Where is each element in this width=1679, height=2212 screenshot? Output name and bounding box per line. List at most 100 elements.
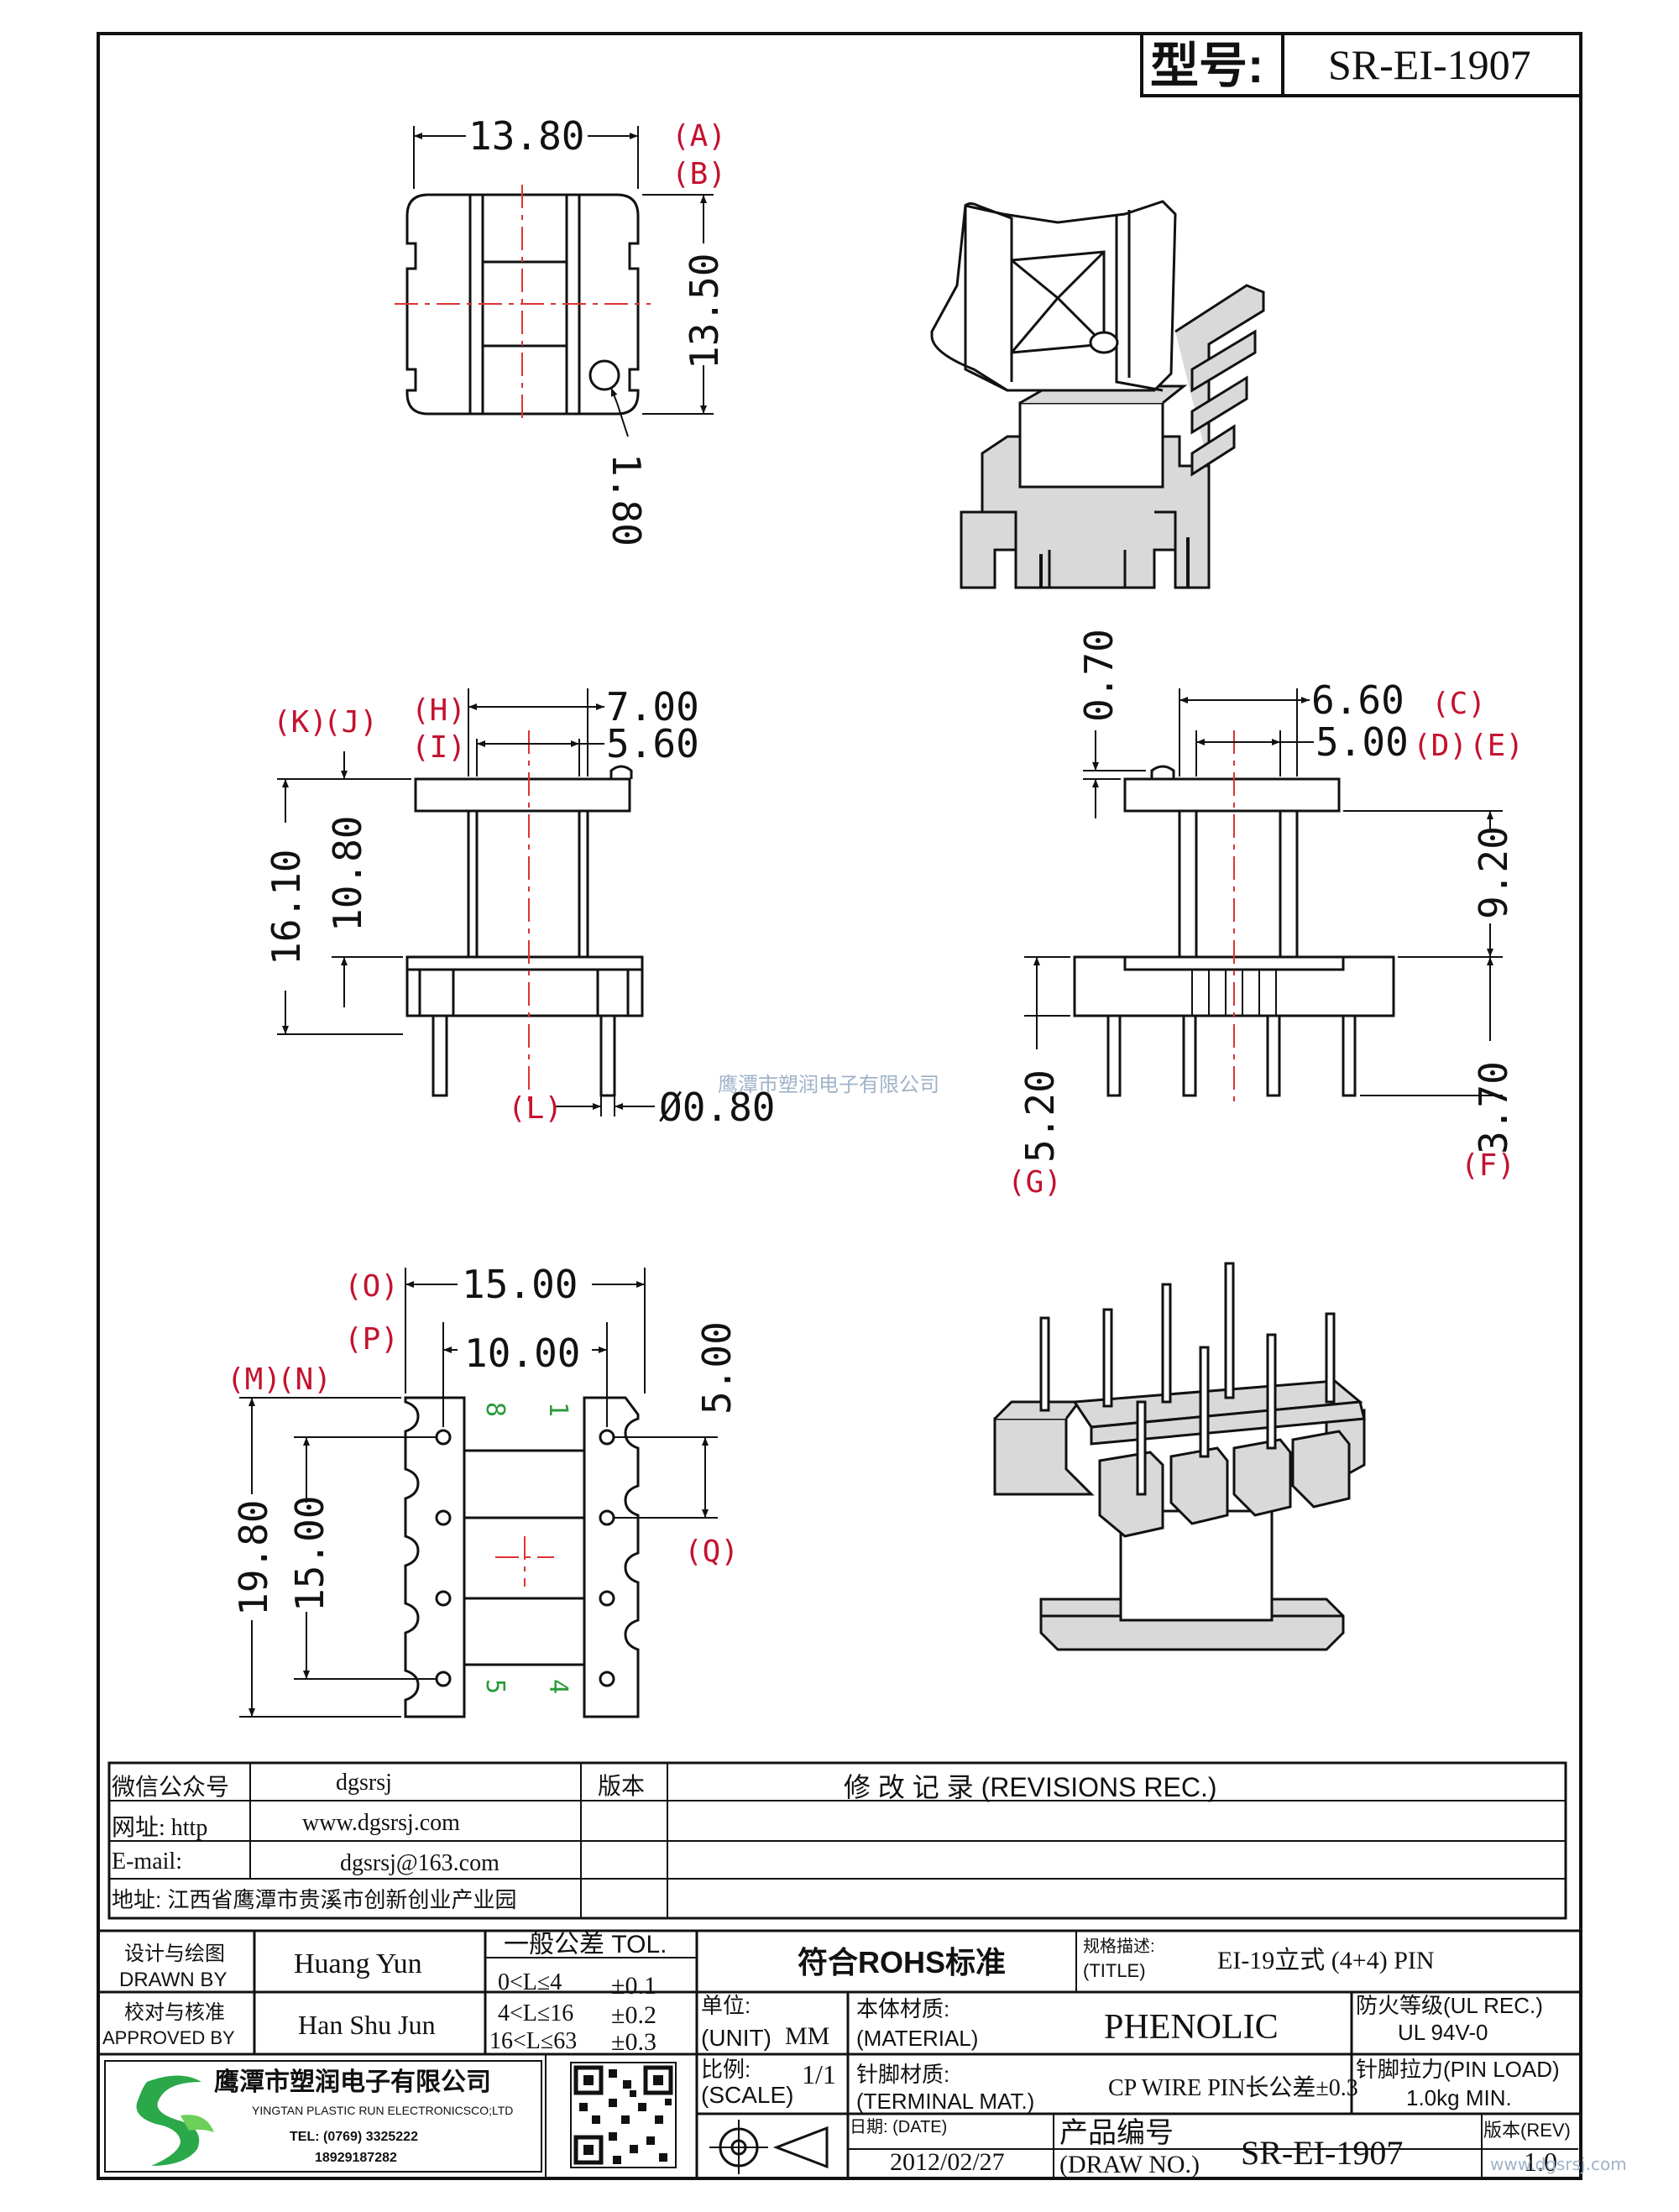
revisions-header: 修 改 记 录 (REVISIONS REC.) — [844, 1772, 1217, 1802]
date-label: 日期: (DATE) — [850, 2118, 947, 2136]
tol-value-2: ±0.2 — [611, 2001, 656, 2029]
dim-front-pin-dia: Ø0.80 — [659, 1085, 775, 1130]
dim-front-w2: 5.60 — [606, 721, 699, 766]
revision-table: 微信公众号 dgsrsj 网址: http www.dgsrsj.com E-m… — [107, 1761, 1567, 1920]
title-block: 设计与绘图 DRAWN BY Huang Yun 校对与核准 APPROVED … — [97, 1929, 1627, 2180]
wechat-label: 微信公众号 — [112, 1774, 229, 1800]
dim-side-w1: 6.60 — [1311, 677, 1404, 723]
callout-g: (G) — [1007, 1165, 1062, 1200]
front-view: 7.00 5.60 (H) (I) (K) (J) 16.10 10.80 (L… — [264, 684, 775, 1130]
dim-front-h-total: 16.10 — [264, 850, 309, 965]
drawno-label-en: (DRAW NO.) — [1059, 2151, 1200, 2178]
web-label: 网址: http — [112, 1814, 207, 1841]
iso-view-upper — [930, 200, 1265, 589]
callout-h: (H) — [411, 693, 466, 728]
material-value: PHENOLIC — [1104, 2008, 1279, 2047]
drawno-value: SR-EI-1907 — [1241, 2134, 1403, 2172]
dim-side-w2: 5.00 — [1315, 719, 1409, 765]
callout-d: (D) — [1413, 729, 1467, 763]
email-label: E-mail: — [112, 1849, 182, 1875]
address-text: 地址: 江西省鹰潭市贵溪市创新创业产业园 — [112, 1887, 516, 1912]
qr-code — [570, 2062, 677, 2168]
terminal-label-cn: 针脚材质: — [856, 2062, 949, 2087]
company-box: 鹰潭市塑润电子有限公司 YINGTAN PLASTIC RUN ELECTRON… — [104, 2060, 677, 2173]
model-header: 型号: SR-EI-1907 — [1140, 32, 1582, 97]
approver-label-en: APPROVED BY — [102, 2027, 235, 2048]
dim-top-height: 13.50 — [682, 254, 727, 369]
rohs-text: 符合ROHS标准 — [798, 1945, 1006, 1979]
approver-label-cn: 校对与核准 — [124, 2001, 225, 2024]
material-label-en: (MATERIAL) — [856, 2026, 978, 2051]
callout-j: (J) — [323, 705, 378, 740]
dim-bottom-pitch: 5.00 — [694, 1321, 740, 1415]
designer-label-en: DRAWN BY — [119, 1969, 227, 1991]
company-logo-icon — [136, 2075, 214, 2166]
dim-side-h-base: 5.20 — [1017, 1069, 1063, 1163]
callout-i: (I) — [411, 730, 466, 765]
callout-k: (K) — [273, 705, 327, 740]
material-label-cn: 本体材质: — [856, 1996, 949, 2021]
rev-value: 1.0 — [1524, 2147, 1557, 2177]
flame-value: UL 94V-0 — [1398, 2020, 1488, 2045]
callout-b: (B) — [672, 157, 726, 191]
version-header: 版本 — [598, 1773, 645, 1799]
model-value: SR-EI-1907 — [1328, 41, 1531, 88]
email-value: dgsrsj@163.com — [340, 1850, 500, 1876]
pin-number-5: 5 — [480, 1679, 510, 1694]
company-mobile: 18929187282 — [315, 2151, 397, 2165]
dim-bottom-w1: 15.00 — [462, 1262, 578, 1307]
pin-number-1: 1 — [543, 1402, 573, 1417]
pin-load-value: 1.0kg MIN. — [1406, 2085, 1512, 2110]
watermark-text: 鹰潭市塑润电子有限公司 — [718, 1073, 939, 1096]
dim-bottom-w2: 10.00 — [464, 1331, 580, 1376]
unit-value: MM — [785, 2022, 829, 2050]
tol-range-2: 4<L≤16 — [498, 2000, 573, 2026]
tol-header: 一般公差 TOL. — [504, 1931, 667, 1958]
callout-l: (L) — [508, 1091, 562, 1126]
callout-a: (A) — [672, 119, 726, 154]
dim-side-h-body: 9.20 — [1471, 826, 1516, 919]
rev-label: 版本(REV) — [1483, 2120, 1571, 2141]
company-tel: TEL: (0769) 3325222 — [290, 2130, 418, 2144]
callout-m: (M) — [227, 1362, 281, 1397]
terminal-label-en: (TERMINAL MAT.) — [856, 2089, 1034, 2114]
approver-name: Han Shu Jun — [298, 2010, 436, 2040]
dim-front-w1: 7.00 — [606, 684, 699, 729]
site-watermark: www.dgsrsj.com — [1490, 2154, 1627, 2174]
unit-label-en: (UNIT) — [701, 2025, 772, 2051]
designer-label-cn: 设计与绘图 — [124, 1943, 225, 1965]
designer-name: Huang Yun — [294, 1948, 422, 1979]
callout-e: (E) — [1469, 729, 1524, 763]
title-value: EI-19立式 (4+4) PIN — [1217, 1947, 1435, 1974]
dim-bottom-h2: 15.00 — [287, 1496, 332, 1612]
model-label: 型号: — [1150, 39, 1263, 93]
date-value: 2012/02/27 — [890, 2148, 1005, 2176]
scale-label-cn: 比例: — [701, 2057, 751, 2082]
title-label-en: (TITLE) — [1083, 1960, 1146, 1981]
dim-top-width: 13.80 — [468, 113, 584, 159]
callout-o: (O) — [344, 1269, 399, 1304]
dim-top-hole: 1.80 — [604, 453, 649, 546]
wechat-value: dgsrsj — [336, 1770, 392, 1796]
pin-number-4: 4 — [543, 1679, 573, 1694]
dim-side-h-pin: 3.70 — [1471, 1061, 1516, 1154]
top-view: 13.80 13.50 1.80 (A) (B) — [395, 113, 727, 546]
dim-front-h-body: 10.80 — [325, 816, 370, 932]
pin1-marker-circle — [588, 359, 620, 391]
terminal-value: CP WIRE PIN长公差±0.3 — [1108, 2074, 1358, 2101]
iso-view-lower — [993, 1262, 1366, 1651]
bottom-view: 8 1 5 4 15.00 (O) 10.00 (P) (M) (N) 19.8… — [227, 1262, 740, 1718]
unit-label-cn: 单位: — [701, 1993, 751, 2018]
sheet-border — [97, 32, 1582, 2180]
dim-side-h-top: 0.70 — [1076, 629, 1122, 722]
tol-value-3: ±0.3 — [611, 2028, 656, 2056]
pin-load-label: 针脚拉力(PIN LOAD) — [1356, 2057, 1560, 2082]
callout-p: (P) — [344, 1322, 399, 1357]
web-value: www.dgsrsj.com — [302, 1810, 460, 1836]
callout-q: (Q) — [684, 1535, 739, 1569]
projection-symbol-icon — [709, 2120, 829, 2174]
side-view: 6.60 (C) 5.00 (D) (E) 0.70 9.20 3.70 (F)… — [1007, 629, 1524, 1200]
flame-label: 防火等级(UL REC.) — [1356, 1993, 1543, 2018]
company-en: YINGTAN PLASTIC RUN ELECTRONICSCO;LTD — [252, 2104, 513, 2117]
